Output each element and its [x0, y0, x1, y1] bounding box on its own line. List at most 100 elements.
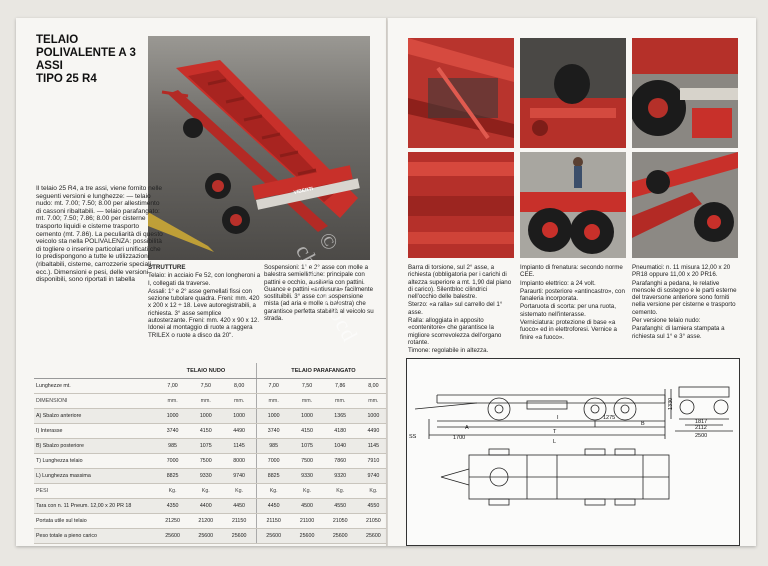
table-row: I) Interasse 3740 4150 4490 3740 4150 41…	[34, 423, 388, 439]
table-cell: 7,00	[255, 378, 291, 394]
unit-cell: mm.	[222, 393, 257, 409]
table-cell: 21050	[356, 513, 388, 529]
table-cell: 4150	[189, 423, 223, 439]
table-cell: 21150	[255, 513, 291, 529]
table-cell: 21150	[222, 513, 257, 529]
table-cell: 4450	[255, 498, 291, 514]
table-cell: 25600	[323, 528, 357, 544]
dim-1817: 1817	[695, 419, 707, 425]
assali-text: Assali: 1° e 2° asse gemellati fissi con…	[148, 287, 260, 339]
spec-table: TELAIO NUDO TELAIO PARAFANGATO Lunghezze…	[34, 363, 388, 544]
table-cell: 4400	[189, 498, 223, 514]
dim-1330: 1330	[668, 398, 674, 410]
table-row: Lunghezze mt. 7,00 7,50 8,00 7,00 7,50 7…	[34, 378, 388, 394]
barra-text: Barra di torsione, sul 2° asse, a richie…	[408, 264, 512, 301]
unit-cell: Kg.	[356, 483, 388, 499]
table-row: B) Sbalzo posteriore 985 1075 1145 985 1…	[34, 438, 388, 454]
table-cell: 1075	[189, 438, 223, 454]
unit-cell: Kg.	[189, 483, 223, 499]
table-cell: 9330	[290, 468, 324, 484]
table-cell: 8000	[222, 453, 257, 469]
table-cell: 7000	[156, 453, 190, 469]
table-cell: 1000	[189, 408, 223, 424]
table-cell: 4180	[323, 423, 357, 439]
row-label: T) Lunghezza telaio	[34, 453, 156, 469]
table-cell: 3740	[156, 423, 190, 439]
table-cell: 1040	[323, 438, 357, 454]
unit-cell: Kg.	[290, 483, 324, 499]
table-row: T) Lunghezza telaio 7000 7500 8000 7000 …	[34, 453, 388, 469]
dim-ss: SS	[409, 434, 417, 440]
unit-cell: mm.	[356, 393, 388, 409]
table-cell: 21100	[290, 513, 324, 529]
table-cell: 8,00	[356, 378, 388, 394]
impianto-elettrico-text: Impianto elettrico: a 24 volt.	[520, 279, 596, 287]
table-cell: 1000	[156, 408, 190, 424]
dim-i: I	[557, 415, 559, 421]
barra-column: Barra di torsione, sul 2° asse, a richie…	[408, 264, 514, 356]
table-cell: 7,86	[323, 378, 357, 394]
table-row: DIMENSIONI mm. mm. mm. mm. mm. mm. mm.	[34, 393, 388, 409]
title-line-1: TELAIO	[36, 34, 79, 46]
unit-cell: mm.	[323, 393, 357, 409]
group-empty	[34, 363, 156, 379]
table-row: A) Sbalzo anteriore 1000 1000 1000 1000 …	[34, 408, 388, 424]
table-cell: 9740	[356, 468, 388, 484]
unit-cell: Kg.	[323, 483, 357, 499]
verniciatura-text: Verniciatura: protezione di base «a fuoc…	[520, 319, 617, 341]
unit-cell: Kg.	[255, 483, 291, 499]
table-row: Peso totale a pieno carico 25600 25600 2…	[34, 528, 388, 544]
title-line-3: TIPO 25 R4	[36, 73, 97, 85]
dim-2500: 2500	[695, 433, 707, 439]
table-cell: 1365	[323, 408, 357, 424]
table-cell: 4550	[323, 498, 357, 514]
table-cell: 8825	[156, 468, 190, 484]
brand-plate-text: VIBERTI	[293, 186, 314, 196]
row-label: Peso totale a pieno carico	[34, 528, 156, 544]
lengths-label: Lunghezze mt.	[34, 378, 156, 394]
unit-cell: mm.	[290, 393, 324, 409]
unit-cell: Kg.	[156, 483, 190, 499]
table-cell: 7000	[255, 453, 291, 469]
strutture-heading: STRUTTURE	[148, 264, 186, 271]
versione-nudo-text: Per versione telaio nudo:	[632, 317, 701, 325]
intro-paragraph: Il telaio 25 R4, a tre assi, viene forni…	[36, 185, 163, 284]
photo-wheel-axle	[632, 38, 738, 148]
table-cell: 9320	[323, 468, 357, 484]
table-cell: 985	[255, 438, 291, 454]
parafanghi-text: Parafanghi: di lamiera stampata a richie…	[632, 325, 725, 340]
table-cell: 25600	[356, 528, 388, 544]
photo-chassis-detail	[408, 38, 514, 148]
right-page: Barra di torsione, sul 2° asse, a richie…	[388, 18, 756, 546]
row-label: A) Sbalzo anteriore	[34, 408, 156, 424]
table-cell: 4500	[290, 498, 324, 514]
ralla-text: Ralla: alloggiata in apposito «contenito…	[408, 317, 502, 346]
dim-1700: 1700	[453, 435, 465, 441]
dim-t: T	[553, 429, 557, 435]
pesi-label: PESI	[34, 483, 156, 499]
table-cell: 4450	[222, 498, 257, 514]
dim-1275: 1275	[603, 415, 615, 421]
table-cell: 7860	[323, 453, 357, 469]
table-cell: 25600	[189, 528, 223, 544]
table-cell: 4490	[222, 423, 257, 439]
unit-cell: mm.	[255, 393, 291, 409]
table-row: Portata utile sul telaio 21250 21200 211…	[34, 513, 388, 529]
left-page: TELAIO POLIVALENTE A 3 ASSI TIPO 25 R4	[16, 18, 388, 546]
photo-torsion-bar	[408, 152, 514, 258]
table-cell: 9330	[189, 468, 223, 484]
unit-cell: mm.	[156, 393, 190, 409]
dim-2112: 2112	[695, 425, 707, 431]
timone-text: Timone: regolabile in altezza.	[408, 347, 489, 355]
dim-b: B	[641, 421, 645, 427]
unit-cell: Kg.	[222, 483, 257, 499]
technical-drawing: SS 1700 A I 1275 B T L 1330 1817 2112 25…	[406, 358, 740, 546]
table-cell: 1000	[255, 408, 291, 424]
table-row: PESI Kg. Kg. Kg. Kg. Kg. Kg. Kg.	[34, 483, 388, 499]
row-label: Portata utile sul telaio	[34, 513, 156, 529]
table-cell: 25600	[222, 528, 257, 544]
paraurti-text: Paraurti: posteriore «antincastro», con …	[520, 287, 625, 303]
table-cell: 7910	[356, 453, 388, 469]
impianto-frenatura-text: Impianto di frenatura: secondo norme CEE…	[520, 264, 623, 279]
